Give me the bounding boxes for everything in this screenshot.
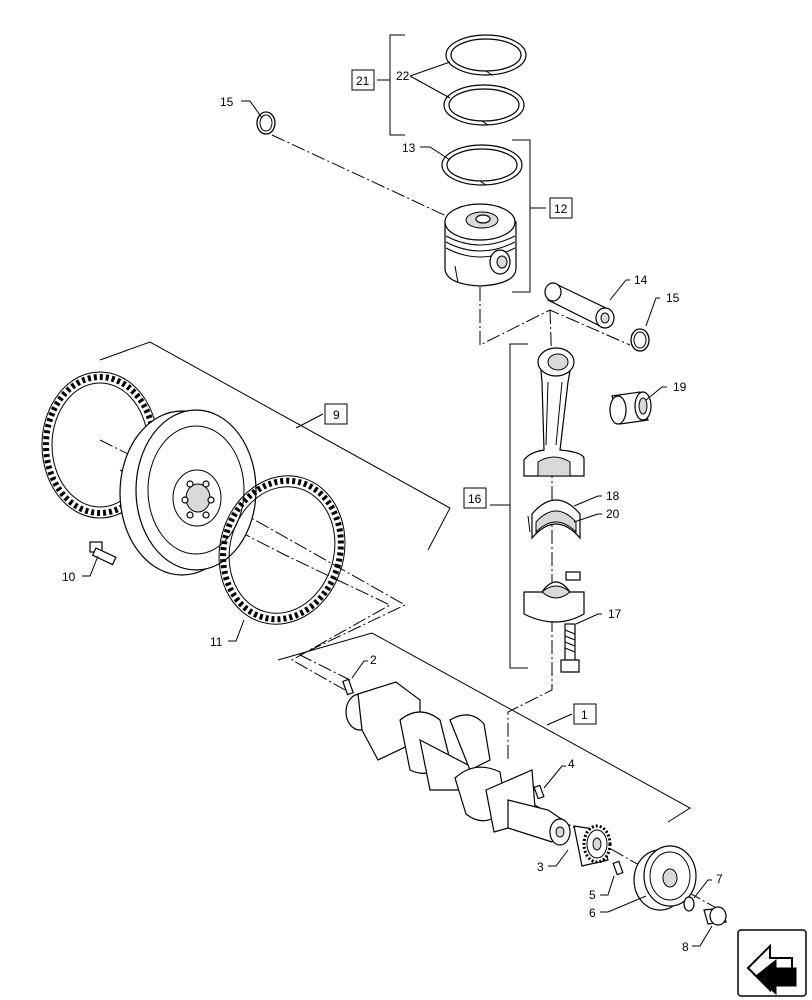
- callout-17: 17: [608, 607, 622, 621]
- flywheel: [119, 409, 257, 576]
- callout-11: 11: [210, 635, 223, 649]
- callout-9-box: [324, 403, 348, 425]
- flywheel-bolt: [89, 541, 117, 566]
- callout-1-box: [573, 703, 597, 725]
- callout-6: 6: [589, 906, 596, 920]
- leader-lines: [82, 61, 713, 947]
- callouts: 22 21 15 13 12 14 15 19 9 16 18 20 10 17…: [62, 69, 723, 954]
- piston-ring-13: [441, 144, 523, 186]
- callout-19: 19: [673, 380, 687, 394]
- pulley: [633, 845, 697, 911]
- ring-gear-11: [218, 475, 346, 625]
- cap-bolt: [560, 623, 580, 673]
- crankshaft: [345, 681, 571, 846]
- callout-3: 3: [537, 860, 544, 874]
- bearing-shells: [527, 499, 581, 540]
- group-brackets: [99, 34, 691, 823]
- pin-2: [342, 678, 354, 696]
- key-4: [533, 784, 545, 800]
- circlip-15-right: [630, 328, 650, 352]
- piston: [444, 203, 517, 287]
- callout-12-box: [549, 197, 573, 219]
- callout-2: 2: [370, 653, 377, 667]
- navigation-arrow-icon[interactable]: [737, 929, 807, 997]
- callout-22: 22: [396, 69, 410, 83]
- rod-cap: [523, 571, 585, 623]
- callout-14: 14: [634, 273, 648, 287]
- bolt-8: [703, 906, 727, 926]
- callout-15-right: 15: [666, 291, 680, 305]
- circlip-15-left: [256, 111, 276, 135]
- piston-pin: [544, 282, 615, 329]
- callout-16: 16: [468, 492, 482, 506]
- callout-13: 13: [402, 141, 416, 155]
- piston-ring-22-top: [445, 34, 527, 76]
- callout-21: 21: [356, 74, 370, 88]
- callout-5: 5: [589, 888, 596, 902]
- connecting-rod: [523, 347, 585, 477]
- callout-15-left: 15: [220, 95, 234, 109]
- callout-1: 1: [581, 708, 588, 722]
- callout-18: 18: [606, 489, 620, 503]
- callout-4: 4: [568, 757, 575, 771]
- callout-21-box: [351, 69, 375, 91]
- piston-ring-22-bottom: [443, 84, 525, 126]
- callout-7: 7: [716, 872, 723, 886]
- callout-16-box: [463, 487, 487, 509]
- callout-10: 10: [62, 570, 76, 584]
- key-5: [612, 860, 624, 876]
- rod-bushing: [609, 391, 652, 425]
- callout-9: 9: [333, 408, 340, 422]
- crank-gear: [573, 824, 612, 867]
- callout-8: 8: [682, 940, 689, 954]
- callout-20: 20: [606, 507, 620, 521]
- washer-7: [683, 896, 695, 912]
- callout-12: 12: [554, 202, 568, 216]
